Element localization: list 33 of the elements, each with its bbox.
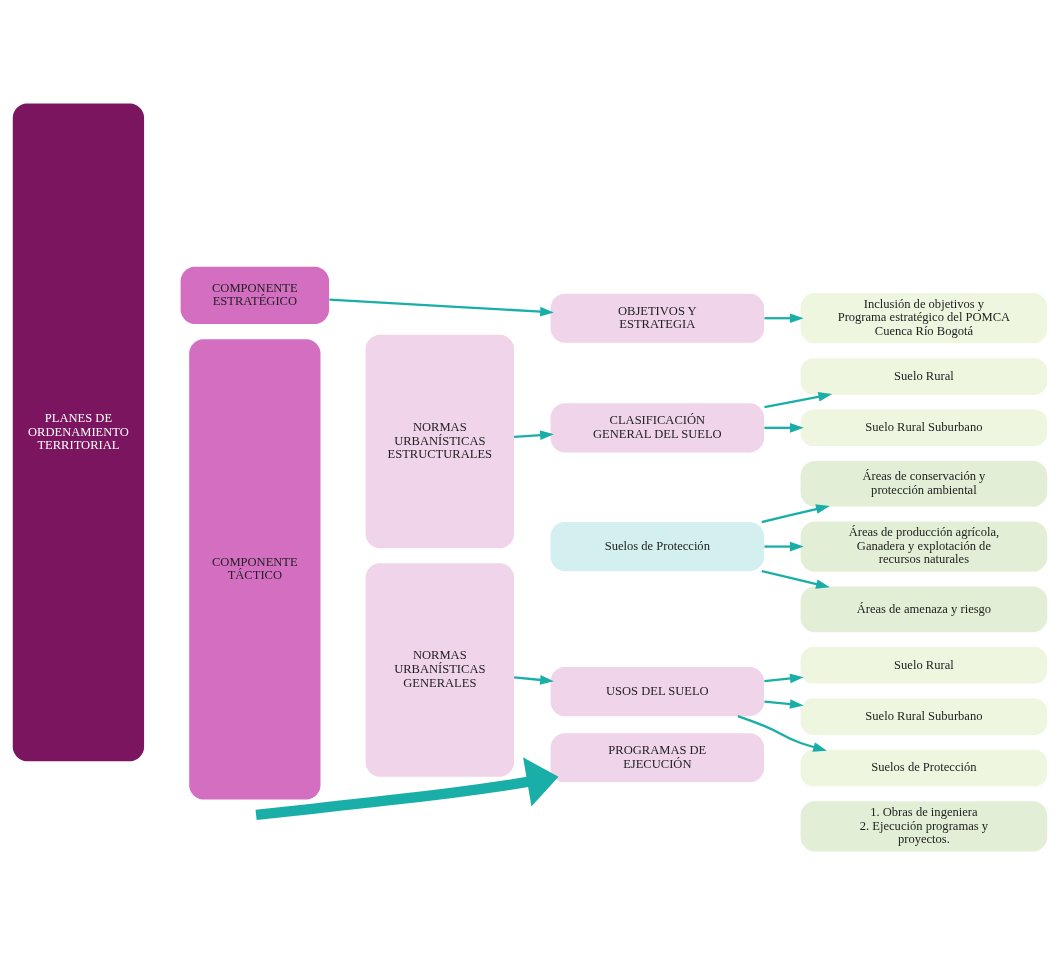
node-box: CLASIFICACIÓN GENERAL DEL SUELO	[550, 403, 765, 453]
node-box: Suelos de Protección	[550, 522, 765, 572]
arrow	[764, 423, 804, 433]
node-box: USOS DEL SUELO	[550, 667, 765, 717]
node-box: Áreas de producción agrícola, Ganadera y explotación de recursos naturales	[800, 521, 1048, 572]
node-box: Inclusión de objetivos y Programa estratégico del POMCA Cuenca Río Bogotá	[800, 293, 1048, 344]
node-box: PLANES DE ORDENAMIENTO TERRITORIAL	[12, 103, 145, 762]
node-box: PROGRAMAS DE EJECUCIÓN	[550, 733, 765, 783]
arrow	[764, 673, 804, 684]
node-box: 1. Obras de ingeniera 2. Ejecución programas y proyectos.	[800, 801, 1048, 852]
arrow	[764, 392, 833, 409]
node-box: Áreas de amenaza y riesgo	[800, 586, 1048, 633]
node-box: Suelo Rural Suburbano	[800, 409, 1048, 447]
node-box: NORMAS URBANÍSTICAS GENERALES	[365, 563, 514, 777]
arrow	[329, 298, 554, 317]
arrow	[764, 541, 804, 552]
arrow	[255, 757, 559, 820]
node-box: Suelo Rural	[800, 358, 1048, 395]
arrow	[514, 675, 554, 685]
arrow	[764, 699, 804, 709]
node-box: OBJETIVOS Y ESTRATEGIA	[550, 293, 765, 343]
node-box: Suelos de Protección	[800, 749, 1048, 787]
arrow	[764, 313, 804, 324]
node-box: Áreas de conservación y protección ambiental	[800, 460, 1048, 507]
node-box: Suelo Rural	[800, 647, 1048, 684]
arrow	[761, 570, 830, 589]
arrow	[761, 504, 830, 524]
arrow	[737, 715, 827, 752]
node-box: COMPONENTE TÁCTICO	[189, 339, 321, 800]
arrow	[514, 430, 554, 440]
node-box: COMPONENTE ESTRATÉGICO	[180, 266, 330, 324]
node-box: Suelo Rural Suburbano	[800, 698, 1048, 735]
node-box: NORMAS URBANÍSTICAS ESTRUCTURALES	[365, 334, 514, 549]
